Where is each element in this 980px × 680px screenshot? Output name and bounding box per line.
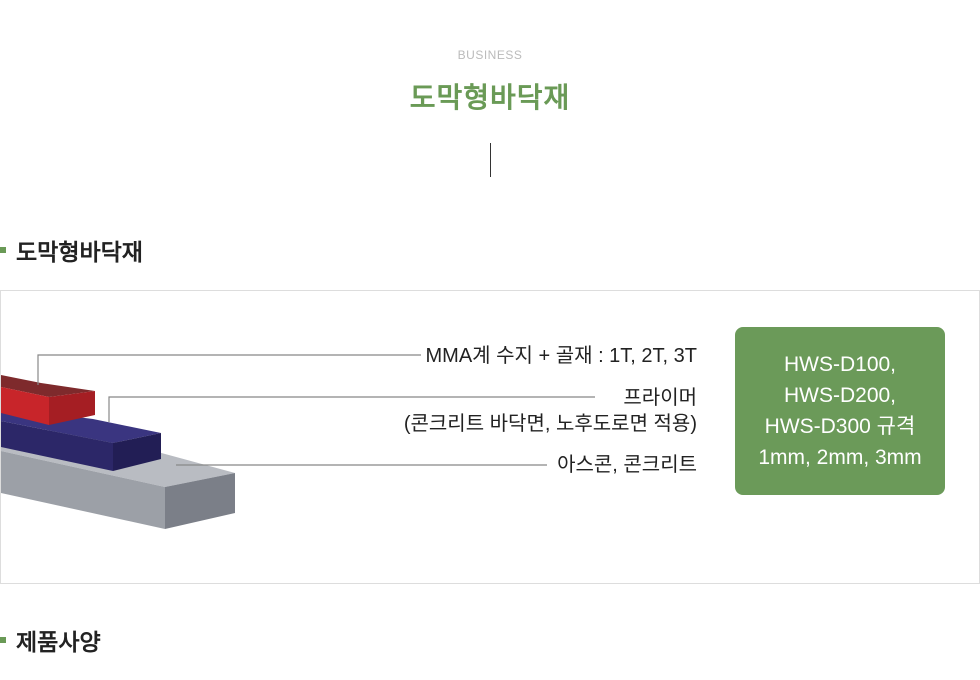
top-layer-front [1, 387, 49, 425]
floor-layer-illustration [1, 354, 595, 529]
page-title: 도막형바닥재 [409, 82, 571, 113]
leader-line-primer [108, 396, 595, 422]
spec-line: 1mm, 2mm, 3mm [758, 446, 922, 469]
primer-layer-right [113, 433, 161, 471]
layer-diagram-panel: MMA계 수지 + 골재 : 1T, 2T, 3T 프라이머 (콘크리트 바닥면… [0, 290, 980, 584]
section-heading-product-spec: 제품사양 [0, 623, 101, 657]
spec-line: HWS-D200, [783, 384, 897, 407]
base-layer-front [1, 451, 165, 529]
spec-line: HWS-D100, [783, 353, 897, 376]
callout-top-layer: MMA계 수지 + 골재 : 1T, 2T, 3T [425, 345, 698, 367]
section-heading-coating-floor: 도막형바닥재 [0, 233, 143, 267]
section-heading-label: 제품사양 [16, 629, 101, 655]
heading-marker-icon [0, 637, 6, 643]
spec-box: HWS-D100, HWS-D200, HWS-D300 규격 1mm, 2mm… [735, 327, 945, 495]
callout-primer: 프라이머 (콘크리트 바닥면, 노후도로면 적용) [404, 385, 697, 437]
top-layer-top [1, 375, 95, 397]
spec-line: HWS-D300 규격 [764, 415, 916, 438]
top-layer-right [49, 391, 95, 425]
callout-base: 아스콘, 콘크리트 [557, 454, 697, 476]
section-eyebrow: BUSINESS [457, 48, 523, 62]
leader-line-top-layer [37, 354, 421, 385]
primer-layer-front [1, 421, 113, 471]
base-layer-right [165, 473, 235, 529]
heading-marker-icon [0, 247, 6, 253]
title-divider [490, 143, 491, 177]
callout-primer-title: 프라이머 [623, 387, 697, 409]
section-heading-label: 도막형바닥재 [16, 239, 143, 265]
callout-primer-detail: (콘크리트 바닥면, 노후도로면 적용) [403, 413, 697, 435]
